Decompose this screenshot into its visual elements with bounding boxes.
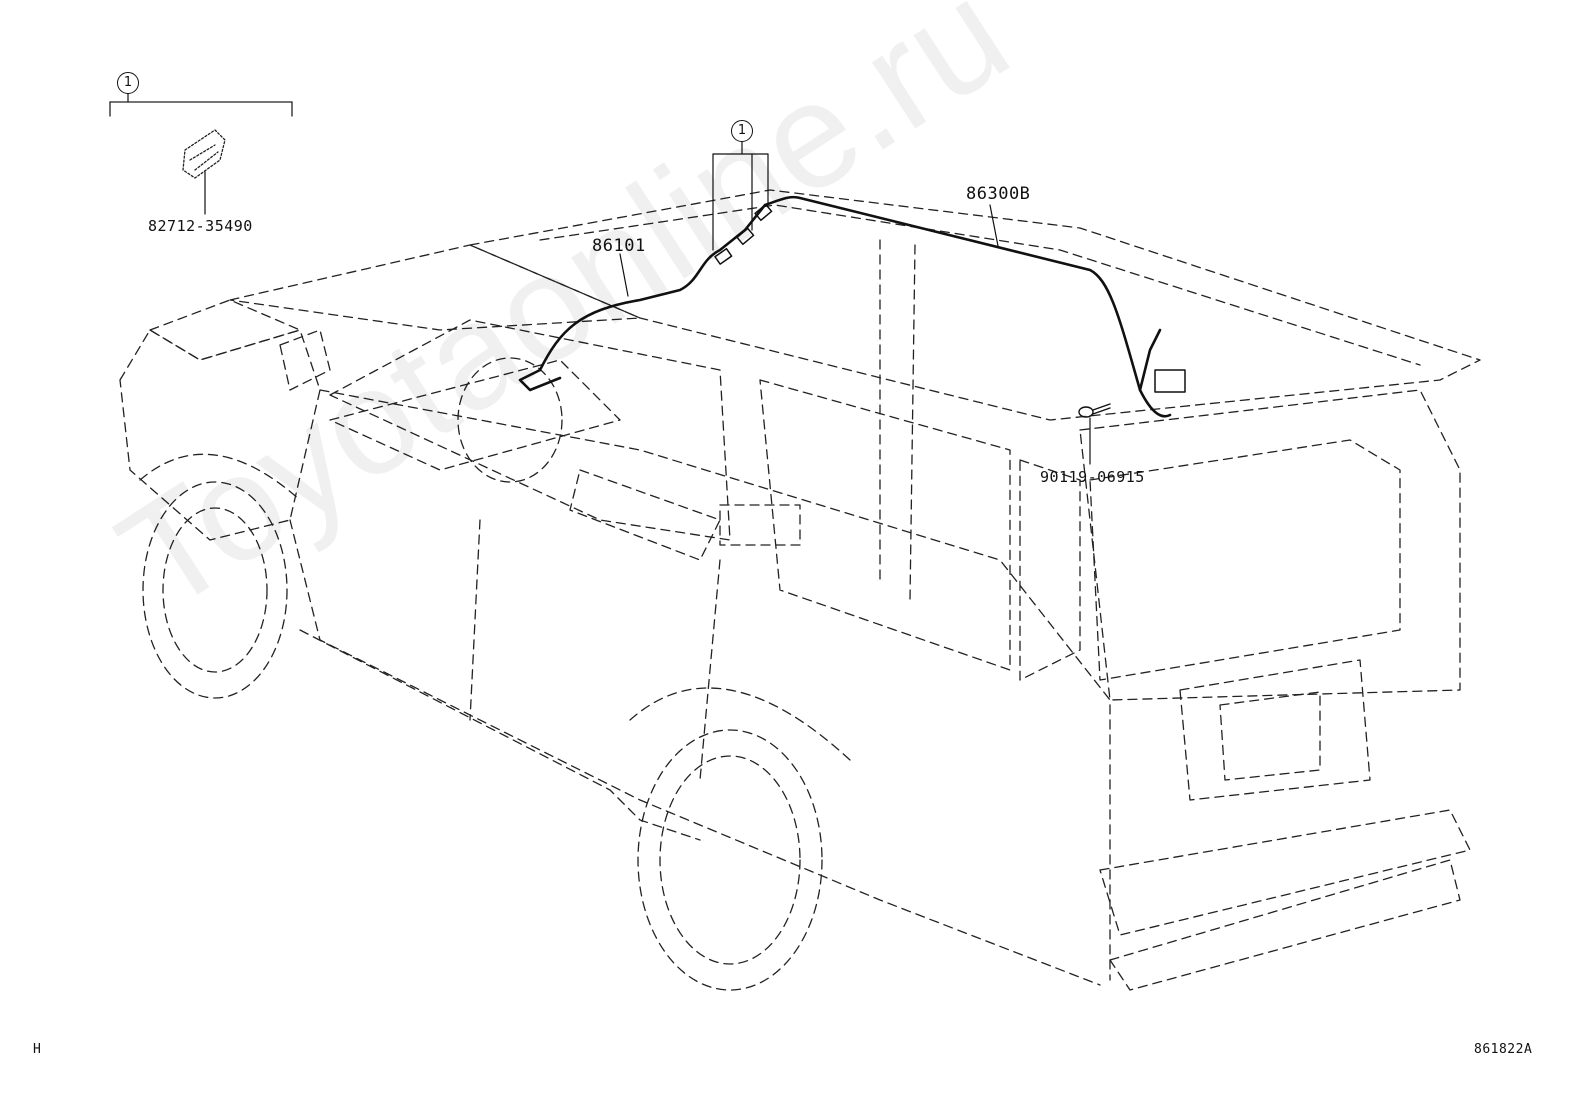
kit-bracket: [109, 91, 293, 117]
bolt-icon: [1078, 403, 1111, 418]
part-label-90119-06915: 90119-06915: [1040, 468, 1145, 486]
wire-harness: [518, 195, 1172, 418]
vehicle-outline: [119, 189, 1481, 991]
footer-diagram-number: 861822A: [1474, 1042, 1533, 1057]
footer-left-code: H: [33, 1042, 42, 1057]
kit-callout: 1: [117, 72, 139, 94]
part-label-86300B: 86300B: [966, 184, 1031, 204]
part-label-82712-35490: 82712-35490: [148, 217, 253, 235]
connector-part-icon: [182, 129, 226, 179]
harness-connectors: [714, 203, 1186, 393]
harness-callout: 1: [731, 120, 753, 142]
leader-lines: [619, 141, 1091, 465]
part-label-86101: 86101: [592, 236, 646, 256]
